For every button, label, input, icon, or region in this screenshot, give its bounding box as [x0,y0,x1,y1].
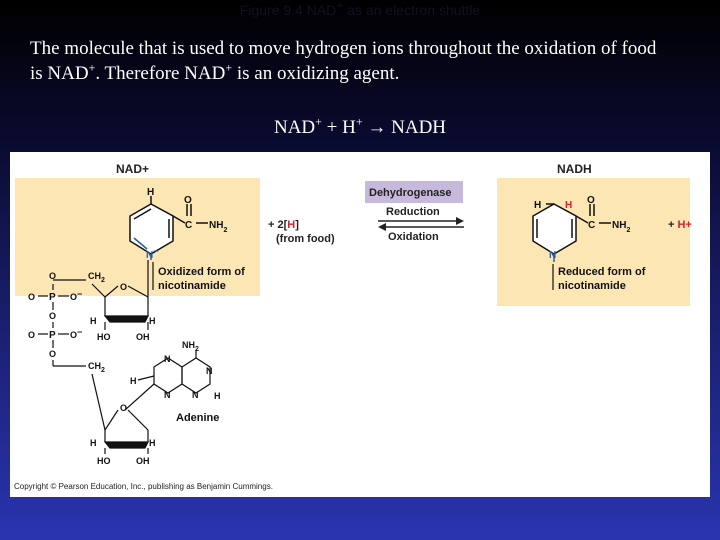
svg-text:O: O [49,349,56,359]
svg-text:HO: HO [97,332,111,342]
oxidized-label-2: nicotinamide [158,280,226,292]
adenine-label: Adenine [176,412,219,424]
oxidized-label-1: Oxidized form of [158,266,245,278]
arrow-icon: → [367,117,387,138]
svg-text:CH2: CH2 [88,361,105,374]
svg-text:O: O [28,330,35,340]
svg-text:O−: O− [70,327,82,340]
adenine-rings [124,350,211,411]
reduction-label: Reduction [386,206,440,218]
nad-diagram: NAD+ NADH H O C NH2 N− Oxidized form of … [10,152,710,497]
svg-text:H: H [214,391,221,401]
svg-text:O: O [587,195,595,206]
svg-text:H: H [90,438,97,448]
reaction-equation: NAD+ + H+ → NADH [273,114,447,138]
reduced-label-2: nicotinamide [558,280,626,292]
svg-text:H: H [149,438,156,448]
svg-text:N−: N− [146,246,159,261]
oxidation-label: Oxidation [388,231,439,243]
svg-text:NH2: NH2 [612,220,630,234]
svg-text:C: C [185,220,192,231]
svg-text:O−: O− [70,289,82,302]
page-title: Figure 9.4 NAD+ as an electron shuttle [239,0,481,18]
copyright-text: Copyright © Pearson Education, Inc., pub… [14,482,273,491]
intro-line-2: is NAD+. Therefore NAD+ is an oxidizing … [30,60,400,84]
svg-text:H: H [147,187,154,198]
svg-text:O: O [49,311,56,321]
svg-text:N: N [192,390,199,400]
nadh-panel [497,178,690,306]
svg-text:NH2: NH2 [209,220,227,234]
svg-text:C: C [588,220,595,231]
svg-text:OH: OH [136,332,150,342]
svg-text:P: P [49,330,56,341]
nad-header: NAD+ [116,162,149,176]
svg-text:+ H+: + H+ [668,219,692,231]
intro-line-1: The molecule that is used to move hydrog… [30,38,657,59]
dehydrogenase-label: Dehydrogenase [369,187,452,199]
svg-text:O: O [184,195,192,206]
dehydrogenase-box [365,181,463,203]
svg-text:O: O [49,271,56,281]
svg-text:H: H [534,200,541,211]
svg-text:+ 2[H]: + 2[H] [268,219,299,231]
svg-text:H: H [90,316,97,326]
oxidized-nicotinamide-ring [129,196,208,260]
intro-text: The molecule that is used to move hydrog… [30,36,700,86]
svg-text:N: N [164,354,171,364]
svg-text:H: H [565,200,572,211]
svg-text:OH: OH [136,456,150,466]
upper-ribose [91,260,149,330]
nadh-header: NADH [557,162,592,176]
svg-text:CH2: CH2 [88,271,105,284]
svg-text:HO: HO [97,456,111,466]
svg-text:O: O [120,403,127,413]
svg-text:P: P [49,292,56,303]
svg-text:H: H [130,376,137,386]
phosphate-backbone [38,279,86,367]
svg-text:N: N [549,250,556,261]
svg-text:N: N [164,390,171,400]
svg-text:N: N [206,366,213,376]
svg-text:O: O [120,282,127,292]
svg-text:NH2: NH2 [182,340,199,353]
from-food-label: (from food) [276,233,335,245]
reduced-nicotinamide-ring [532,203,611,262]
svg-text:O: O [28,292,35,302]
svg-text:H: H [149,316,156,326]
reduced-label-1: Reduced form of [558,266,646,278]
lower-ribose [91,373,149,454]
